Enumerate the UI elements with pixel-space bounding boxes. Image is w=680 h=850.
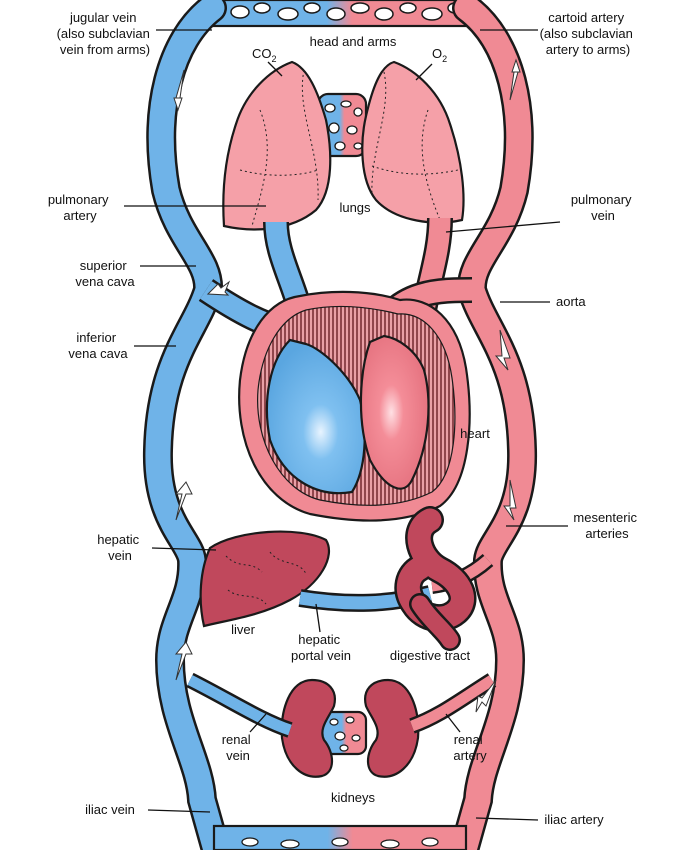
- label-heart: heart: [460, 426, 490, 441]
- liver: [199, 530, 331, 628]
- label-pulmonary-vein: pulmonary vein: [571, 192, 635, 223]
- label-liver: liver: [231, 622, 256, 637]
- right-ventricle: [265, 338, 366, 495]
- head-capillary-bed: [210, 0, 469, 28]
- label-aorta: aorta: [556, 294, 586, 309]
- label-iliac-artery: iliac artery: [544, 812, 604, 827]
- label-lungs: lungs: [339, 200, 371, 215]
- heart: [238, 290, 471, 522]
- label-head-and-arms: head and arms: [310, 34, 397, 49]
- digestive-tract: [394, 506, 477, 651]
- label-digestive-tract: digestive tract: [390, 648, 471, 663]
- label-superior-vena-cava: superior vena cava: [75, 258, 135, 289]
- flow-arrows: [173, 58, 521, 713]
- right-kidney: [364, 678, 420, 778]
- lower-body-capillary-bed: [212, 824, 468, 850]
- label-inferior-vena-cava: inferior vena cava: [68, 330, 128, 361]
- label-jugular-vein: jugular vein (also subclavian vein from …: [57, 10, 154, 57]
- right-arterial-vessel: [449, 0, 538, 850]
- kidneys: [186, 672, 497, 778]
- labels: jugular vein (also subclavian vein from …: [48, 10, 640, 827]
- label-renal-vein: renal vein: [222, 732, 255, 763]
- label-hepatic-vein: hepatic vein: [97, 532, 143, 563]
- label-mesenteric-arteries: mesenteric arteries: [573, 510, 640, 541]
- label-carotid-artery: cartoid artery (also subclavian artery t…: [540, 10, 637, 57]
- label-co2: CO2: [252, 46, 277, 64]
- label-kidneys: kidneys: [331, 790, 376, 805]
- left-venous-vessel: [142, 0, 231, 850]
- lungs: [222, 60, 465, 231]
- label-iliac-vein: iliac vein: [85, 802, 135, 817]
- label-renal-artery: renal artery: [453, 732, 487, 763]
- right-lung: [361, 60, 465, 224]
- label-hepatic-portal-vein: hepatic portal vein: [291, 632, 351, 663]
- label-pulmonary-artery: pulmonary artery: [48, 192, 112, 223]
- left-lung: [222, 60, 332, 231]
- label-o2: O2: [432, 46, 447, 64]
- left-ventricle: [359, 334, 430, 490]
